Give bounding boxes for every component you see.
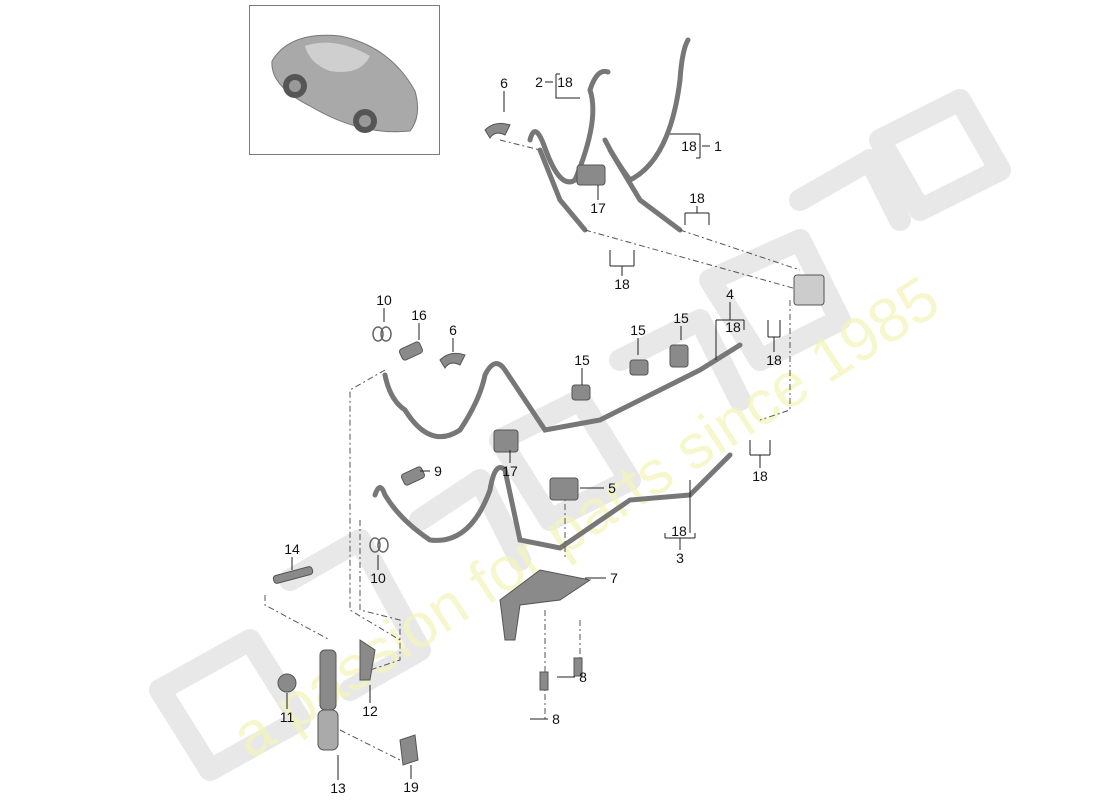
callout-4: 4 (726, 286, 734, 302)
callout-2: 2 (535, 74, 543, 90)
callout-8: 8 (552, 711, 560, 727)
callout-12: 12 (362, 703, 378, 719)
callout-17: 17 (502, 463, 518, 479)
callout-18: 18 (766, 352, 782, 368)
callout-10: 10 (376, 292, 392, 308)
callout-15: 15 (630, 322, 646, 338)
callout-10: 10 (370, 570, 386, 586)
callout-18: 18 (752, 468, 768, 484)
callout-18: 18 (614, 276, 630, 292)
callout-16: 16 (411, 307, 427, 323)
car-icon (271, 34, 419, 133)
callout-7: 7 (610, 570, 618, 586)
callout-18: 18 (557, 74, 573, 90)
callout-3: 3 (676, 550, 684, 566)
callout-18: 18 (689, 190, 705, 206)
callout-18: 18 (725, 319, 741, 335)
callout-19: 19 (403, 779, 419, 795)
callout-18: 18 (671, 523, 687, 539)
callout-11: 11 (279, 709, 295, 725)
callout-17: 17 (590, 200, 606, 216)
callout-6: 6 (500, 75, 508, 91)
callout-5: 5 (608, 480, 616, 496)
callout-18: 18 (681, 138, 697, 154)
vehicle-thumbnail (249, 5, 440, 155)
callout-13: 13 (330, 780, 346, 796)
callout-9: 9 (434, 463, 442, 479)
callout-15: 15 (673, 310, 689, 326)
callout-14: 14 (284, 541, 300, 557)
callout-1: 1 (714, 138, 722, 154)
callout-6: 6 (449, 322, 457, 338)
callout-15: 15 (574, 352, 590, 368)
callout-8: 8 (579, 669, 587, 685)
